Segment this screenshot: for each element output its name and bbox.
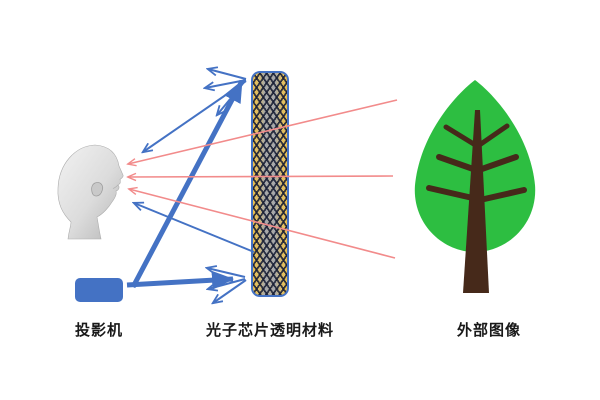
tree-icon [414, 80, 536, 293]
panel-bottom-scatter-arrows [207, 268, 247, 303]
external-image-label: 外部图像 [456, 321, 521, 339]
external-image-ray-arrows [128, 99, 398, 259]
tree-trunk [463, 110, 489, 293]
head-icon [57, 144, 124, 240]
ear-shape [91, 182, 103, 197]
projector-icon [75, 278, 123, 302]
panel-top-scatter-arrows [143, 69, 247, 152]
mouth-line [112, 184, 119, 189]
panel-to-eye-arrow [134, 203, 255, 253]
projector-beam-arrows [126, 79, 245, 290]
photonic-chip-panel [251, 71, 289, 297]
projector-label: 投影机 [74, 321, 123, 339]
head-silhouette [57, 144, 124, 240]
chip-label: 光子芯片透明材料 [205, 321, 334, 339]
